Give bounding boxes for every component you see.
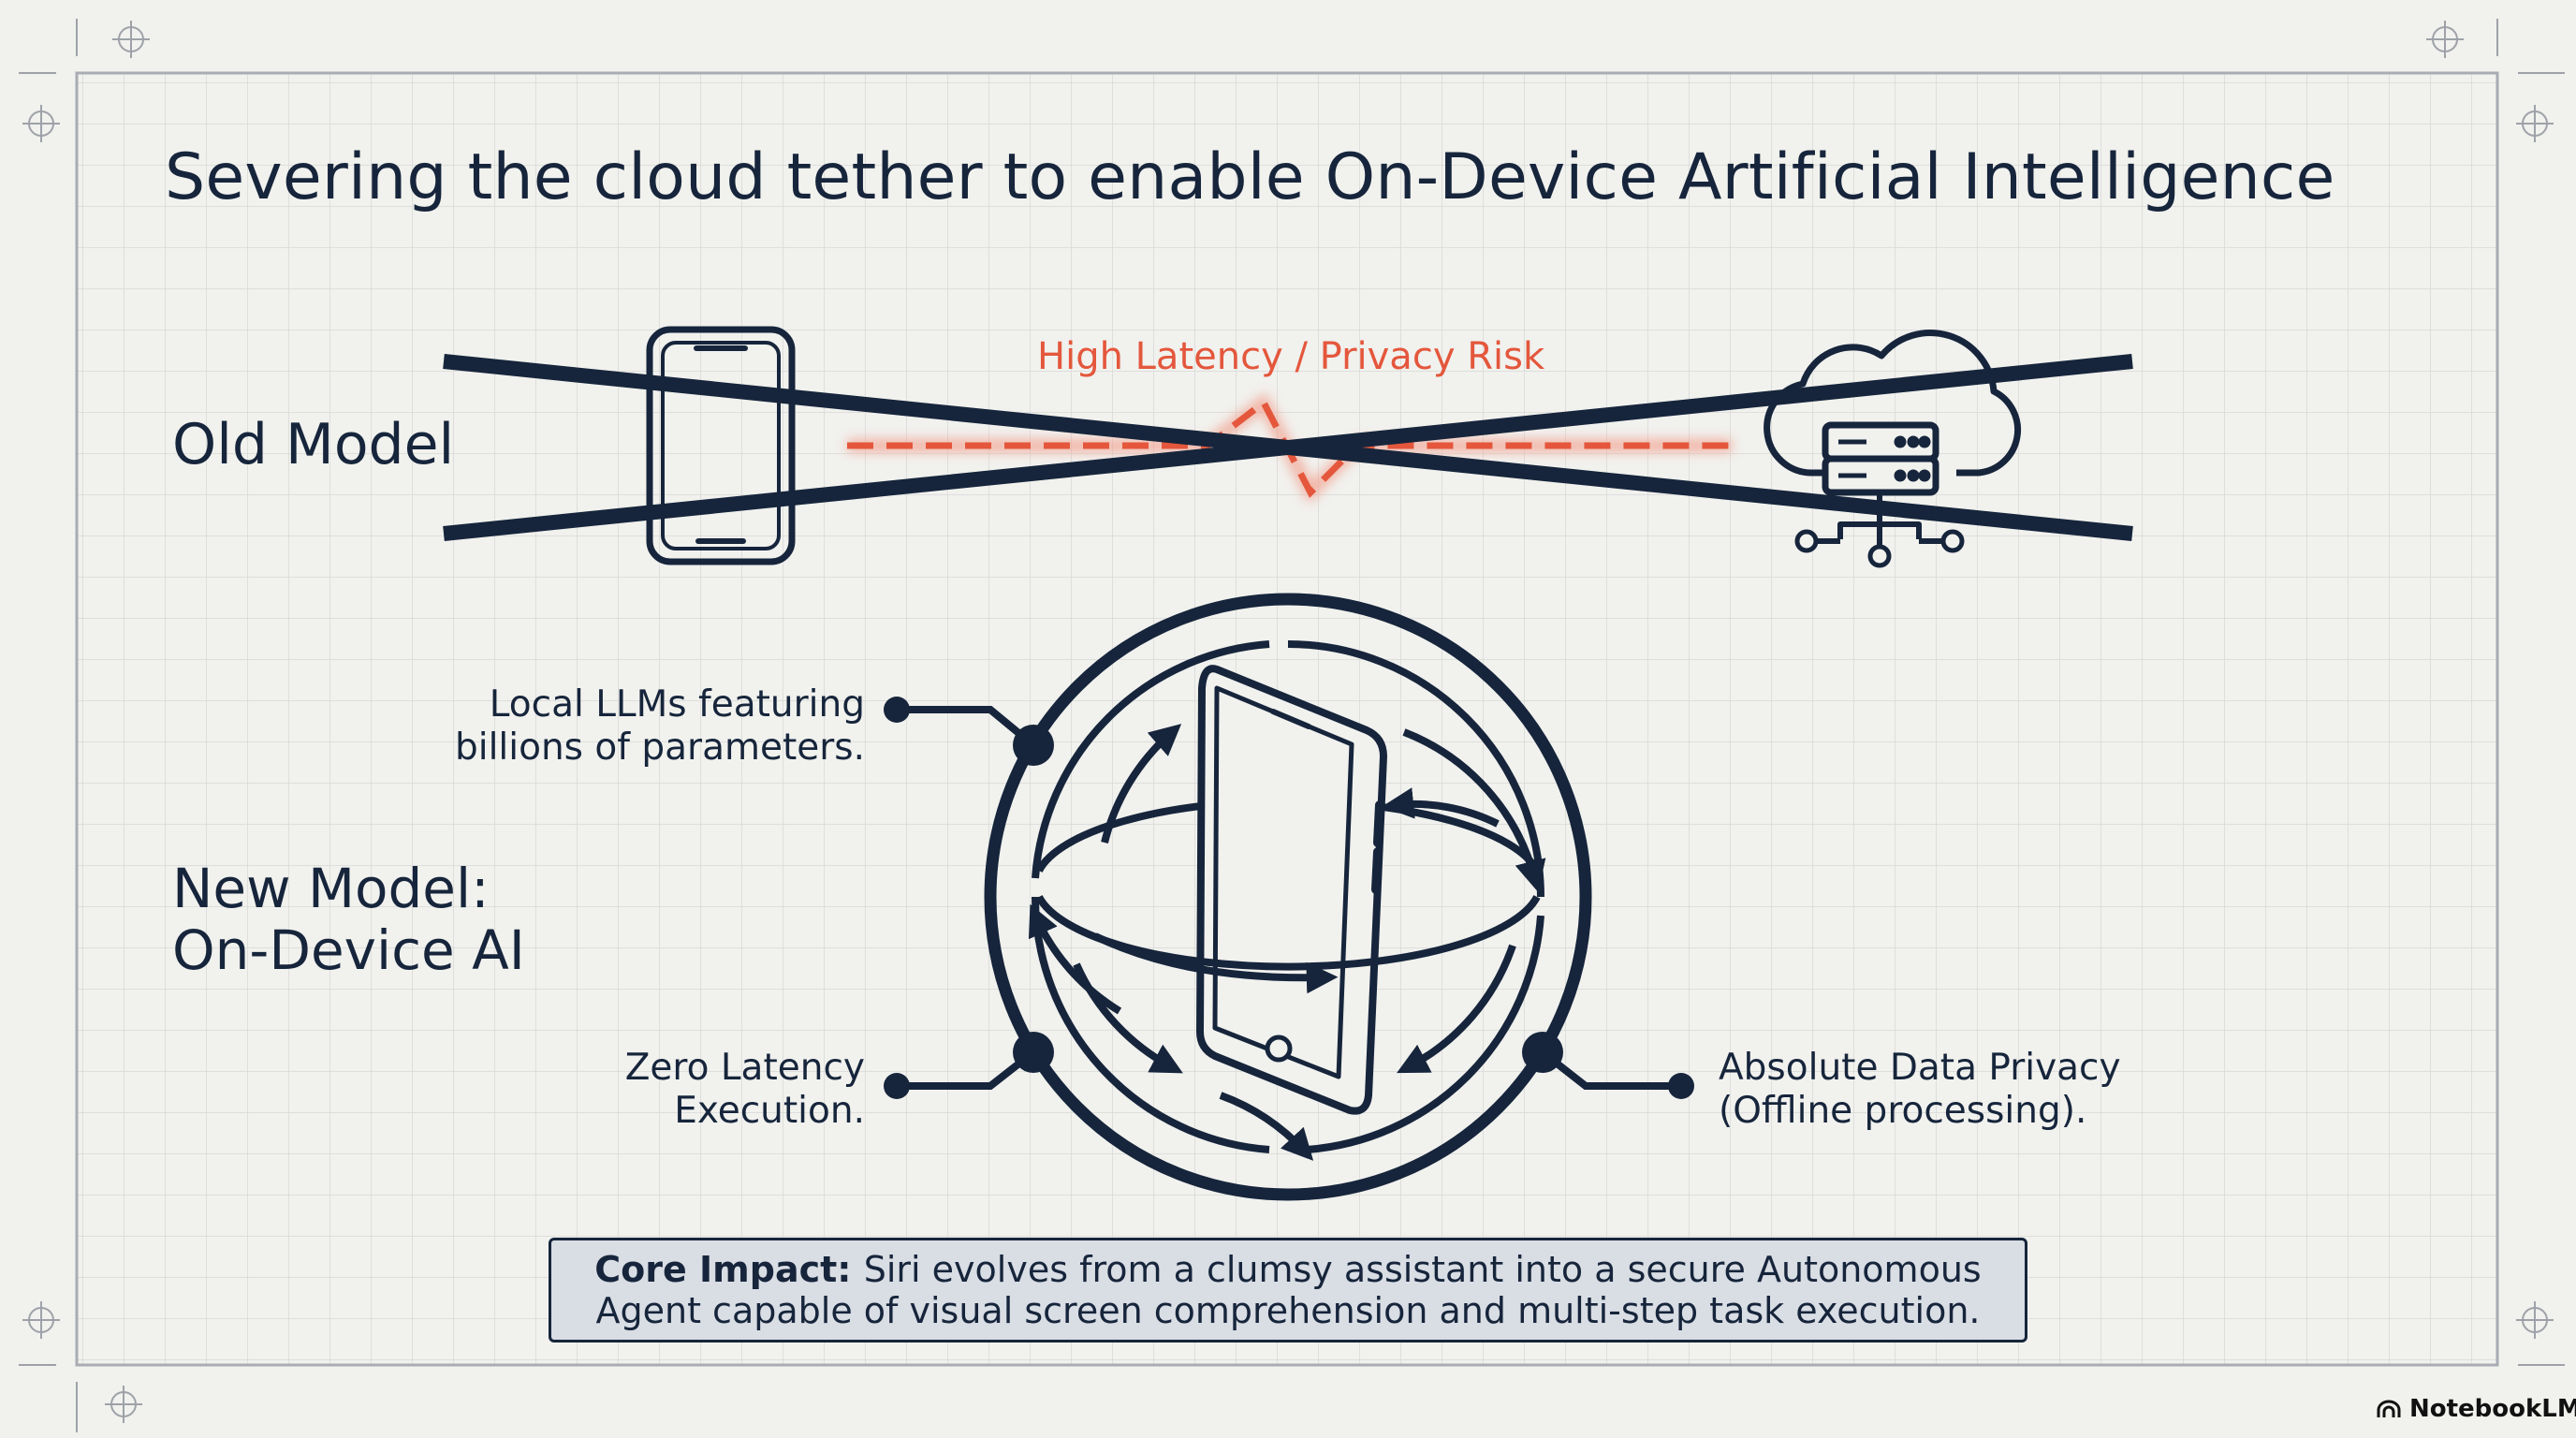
orbit-front <box>1035 895 1541 971</box>
crosshair-icon <box>2426 21 2464 58</box>
core-impact-box: Core Impact: Siri evolves from a clumsy … <box>549 1238 2027 1343</box>
outer-ring <box>984 593 1592 1201</box>
old-model-diagram <box>443 326 2133 568</box>
callout-local-line1: Local LLMs featuring <box>489 683 865 726</box>
callout-dot <box>884 1073 910 1099</box>
on-device-phone-icon <box>1196 665 1387 1115</box>
callout-anchor <box>1013 725 1054 766</box>
new-model-label-line1: New Model: <box>172 857 490 920</box>
slide-title: Severing the cloud tether to enable On-D… <box>165 140 2335 214</box>
inner-ring <box>1031 640 1544 1153</box>
callout-zero-latency: Zero Latency Execution. <box>625 1047 865 1133</box>
callout-data-privacy: Absolute Data Privacy (Offline processin… <box>1719 1047 2121 1133</box>
callout-privacy-line2: (Offline processing). <box>1719 1090 2087 1132</box>
callout-latency-line2: Execution. <box>674 1090 865 1132</box>
brand-name: NotebookLM <box>2409 1395 2576 1423</box>
new-model-diagram <box>884 593 1694 1201</box>
cycle-arrows <box>1028 724 1546 1161</box>
new-model-label-line2: On-Device AI <box>172 918 525 982</box>
callout-local-llms: Local LLMs featuring billions of paramet… <box>455 683 865 770</box>
crosshair-icon <box>22 1301 60 1339</box>
orbit-arrow <box>1093 932 1339 994</box>
old-model-label: Old Model <box>172 412 455 477</box>
crosshair-icon <box>2516 1301 2554 1339</box>
cross-out-lines <box>443 354 2133 541</box>
callout-dot <box>884 697 910 723</box>
core-impact-heading: Core Impact: <box>594 1249 864 1290</box>
callout-anchor <box>1013 1032 1054 1073</box>
crosshair-icon <box>112 21 150 58</box>
cloud-server-icon <box>1764 330 2022 568</box>
callout-local-line2: billions of parameters. <box>455 726 865 769</box>
latency-risk-label: High Latency / Privacy Risk <box>1037 335 1545 378</box>
callout-privacy-line1: Absolute Data Privacy <box>1719 1047 2121 1089</box>
new-model-label: New Model: On-Device AI <box>172 858 525 981</box>
crosshair-icon <box>105 1386 142 1423</box>
crosshair-icon <box>22 105 60 142</box>
frame-border <box>75 71 2499 1367</box>
notebooklm-logo-icon <box>2377 1400 2401 1417</box>
callout-anchor <box>1522 1032 1563 1073</box>
smartphone-icon <box>646 326 796 565</box>
crosshair-icon <box>2516 105 2554 142</box>
callout-latency-line1: Zero Latency <box>624 1047 865 1089</box>
brand-badge: NotebookLM <box>2376 1395 2576 1423</box>
callout-dot <box>1668 1073 1694 1099</box>
core-impact-text: Siri evolves from a clumsy assistant int… <box>595 1249 1982 1331</box>
